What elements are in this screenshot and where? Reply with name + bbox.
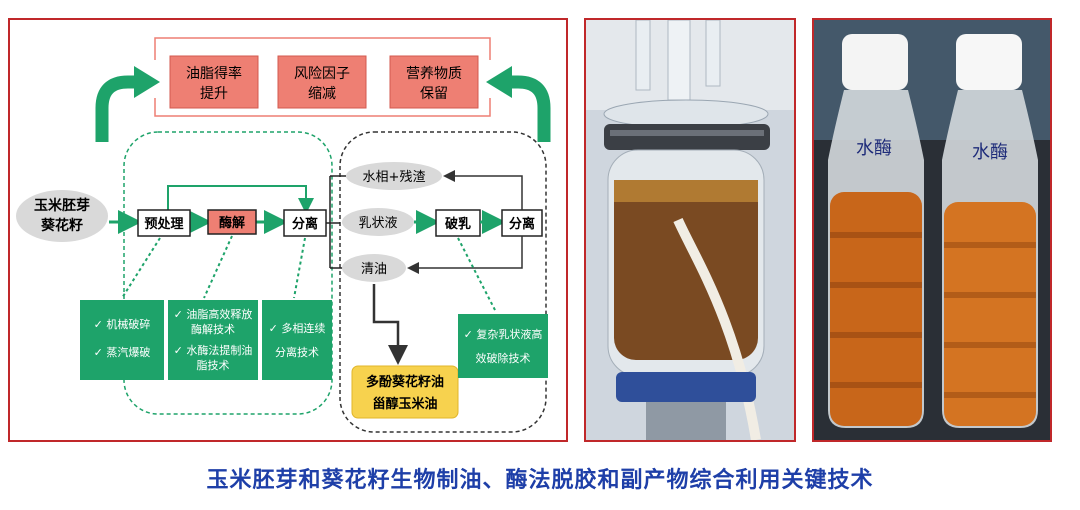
reactor-illustration xyxy=(586,20,794,440)
result-risk-line2: 缩减 xyxy=(308,86,336,102)
input-line2: 葵花籽 xyxy=(40,217,83,234)
phase-emulsion-label: 乳状液 xyxy=(358,216,397,231)
reactor-photo xyxy=(584,18,796,442)
tech-box3-line1: ✓ 多相连续 xyxy=(269,321,326,335)
result-risk-line1: 风险因子 xyxy=(294,66,350,82)
result-nutrient-line2: 保留 xyxy=(420,86,448,102)
curved-arrow-left xyxy=(95,75,136,142)
step-separate-1: 分离 xyxy=(283,209,327,237)
tech-box-separation: ✓ 多相连续 分离技术 xyxy=(262,300,332,380)
phase-emulsion: 乳状液 xyxy=(342,208,414,236)
tech-box-pretreat: ✓ 机械破碎 ✓ 蒸汽爆破 xyxy=(80,300,164,380)
phase-aqueous-label: 水相+残渣 xyxy=(363,170,426,185)
tech-box2-line3: ✓ 水酶法提制油 xyxy=(174,343,253,357)
tech-box-enzyme: ✓ 油脂高效释放 酶解技术 ✓ 水酶法提制油 脂技术 xyxy=(168,300,258,380)
tech-box1-line1: ✓ 机械破碎 xyxy=(94,317,151,331)
product-line2: 甾醇玉米油 xyxy=(372,396,437,412)
phase-aqueous: 水相+残渣 xyxy=(346,162,442,190)
bottles-photo: 水酶 水酶 xyxy=(812,18,1052,442)
tech-box2-line4: 脂技术 xyxy=(197,358,230,372)
result-oil-yield: 油脂得率 提升 xyxy=(169,55,259,109)
tech-box2-line2: 酶解技术 xyxy=(191,322,235,336)
input-raw-material: 玉米胚芽 葵花籽 xyxy=(16,190,108,242)
curved-arrow-left-head xyxy=(134,66,160,98)
step-demulsify: 破乳 xyxy=(435,209,481,237)
result-oil-yield-line2: 提升 xyxy=(200,86,228,102)
tech-box3-line2: 分离技术 xyxy=(275,345,319,359)
result-nutrient-keep: 营养物质 保留 xyxy=(389,55,479,109)
step-separate-1-label: 分离 xyxy=(292,216,318,232)
step-enzyme-label: 酶解 xyxy=(219,215,245,231)
curved-arrow-right xyxy=(510,75,551,142)
step-enzyme: 酶解 xyxy=(207,209,257,235)
results-bracket xyxy=(154,37,491,60)
product-line1: 多酚葵花籽油 xyxy=(366,374,444,390)
bottle-right-label: 水酶 xyxy=(972,142,1008,163)
step-demulsify-label: 破乳 xyxy=(445,216,471,232)
curved-arrow-right-head xyxy=(486,66,512,98)
result-risk-reduce: 风险因子 缩减 xyxy=(277,55,367,109)
process-diagram: 油脂得率 提升 风险因子 缩减 营养物质 保留 玉米胚芽 葵花籽 xyxy=(16,37,551,433)
bottle-right: 水酶 xyxy=(942,34,1038,428)
tech-box2-line1: ✓ 油脂高效释放 xyxy=(174,307,253,321)
results-bracket-bottom xyxy=(154,98,491,117)
input-line1: 玉米胚芽 xyxy=(34,197,90,214)
bottles-illustration: 水酶 水酶 xyxy=(814,20,1050,440)
tech-box-demulsify: ✓ 复杂乳状液高 效破除技术 xyxy=(458,314,548,378)
phase-clear-oil-label: 清油 xyxy=(361,262,387,277)
step-pretreat-label: 预处理 xyxy=(144,216,183,232)
tech-box1-line2: ✓ 蒸汽爆破 xyxy=(94,345,151,359)
step-separate-2-label: 分离 xyxy=(509,216,535,232)
tech-box4-line2: 效破除技术 xyxy=(476,351,531,365)
figure-caption: 玉米胚芽和葵花籽生物制油、酶法脱胶和副产物综合利用关键技术 xyxy=(206,468,874,493)
step-separate-2: 分离 xyxy=(501,209,543,237)
result-oil-yield-line1: 油脂得率 xyxy=(186,65,242,82)
region-enzymatic xyxy=(123,131,333,415)
process-diagram-panel: 油脂得率 提升 风险因子 缩减 营养物质 保留 玉米胚芽 葵花籽 xyxy=(8,18,568,442)
bottle-left: 水酶 xyxy=(828,34,924,428)
step-pretreat: 预处理 xyxy=(137,209,191,237)
bottle-left-label: 水酶 xyxy=(856,138,892,159)
product-oils: 多酚葵花籽油 甾醇玉米油 xyxy=(351,365,459,419)
result-nutrient-line1: 营养物质 xyxy=(406,66,462,82)
bypass-arrow xyxy=(167,185,314,214)
phase-clear-oil: 清油 xyxy=(342,254,406,282)
tech-box4-line1: ✓ 复杂乳状液高 xyxy=(464,327,543,341)
